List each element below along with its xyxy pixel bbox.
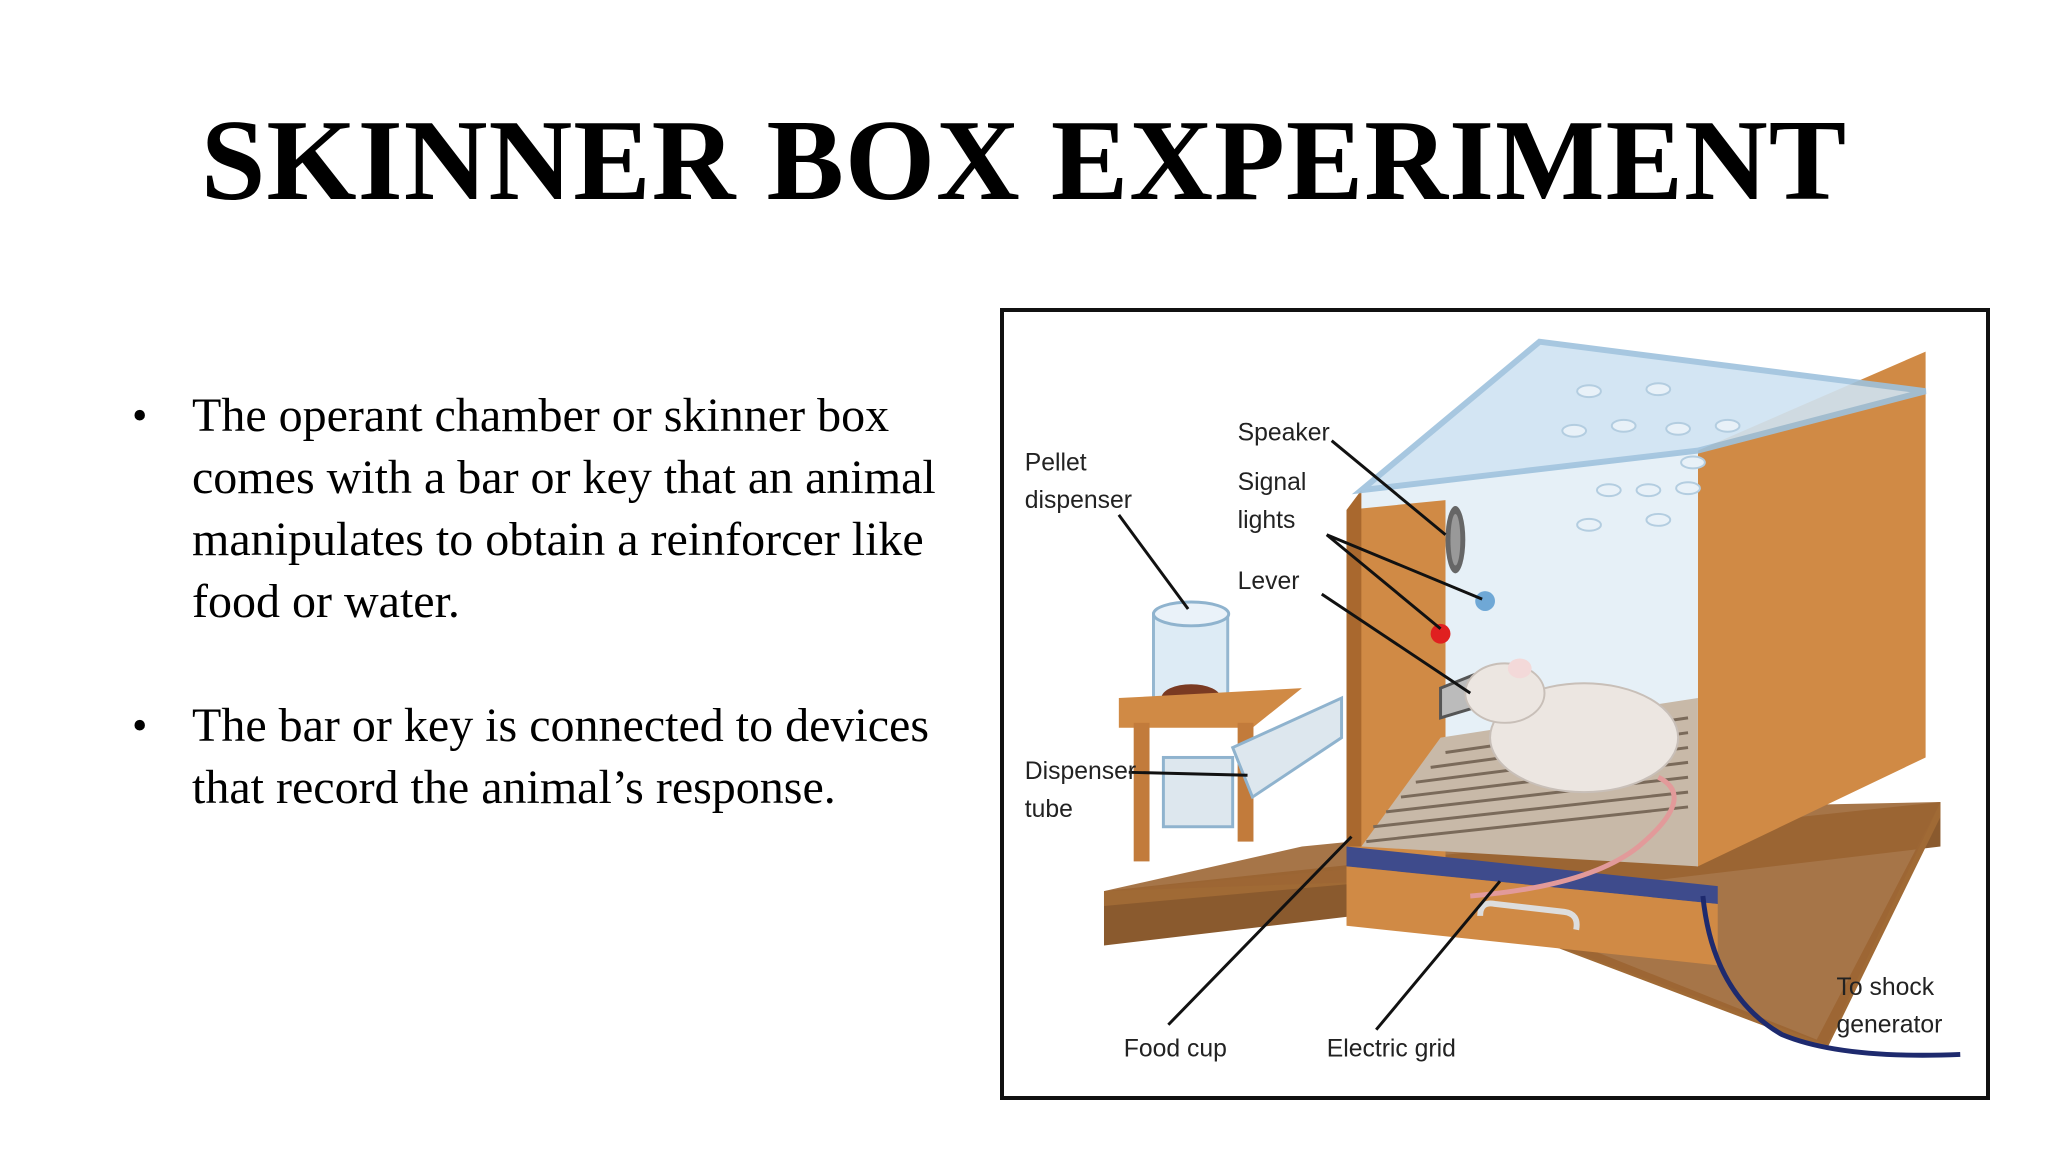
bullet-item: • The operant chamber or skinner box com… (120, 385, 940, 633)
label-speaker: Speaker (1238, 420, 1330, 447)
label-electric-grid: Electric grid (1327, 1035, 1456, 1062)
drawer (1346, 866, 1718, 966)
label-shock-1: To shock (1837, 974, 1935, 1001)
label-food-cup: Food cup (1124, 1035, 1227, 1062)
right-wall (1697, 351, 1926, 867)
bullet-text: The operant chamber or skinner box comes… (192, 389, 936, 628)
callout-lines (1117, 439, 1502, 1031)
roof-holes (1561, 382, 1741, 532)
skinner-box-drawing: Speaker Pellet dispenser Signal lights L… (1025, 338, 1961, 1062)
label-dispenser-1: Dispenser (1025, 758, 1136, 785)
bullet-dot-icon: • (132, 701, 148, 750)
label-lever: Lever (1238, 568, 1300, 595)
bullet-list: • The operant chamber or skinner box com… (120, 385, 940, 881)
label-shock-2: generator (1837, 1012, 1943, 1039)
shock-cable (1700, 895, 1961, 1058)
bullet-item: • The bar or key is connected to devices… (120, 695, 940, 819)
dispenser-chute (1230, 695, 1344, 800)
front-panel-edge (1346, 490, 1362, 847)
label-signal-2: lights (1238, 507, 1296, 534)
skinner-box-illustration: Speaker Pellet dispenser Signal lights L… (1000, 308, 1990, 1100)
pellet-dispenser-top (1152, 600, 1231, 628)
pellet-dispenser-tube (1152, 612, 1230, 700)
slide-title: SKINNER BOX EXPERIMENT (200, 97, 1848, 225)
glass-roof (1351, 338, 1927, 495)
label-pellet-1: Pellet (1025, 449, 1087, 476)
signal-light-blue (1475, 591, 1495, 611)
mouse-icon (1464, 658, 1680, 899)
dispenser-shelf (1118, 688, 1302, 728)
signal-light-red (1430, 623, 1451, 644)
drawer-handle (1477, 900, 1580, 931)
electric-grid-strip (1346, 846, 1718, 904)
label-dispenser-2: tube (1025, 796, 1073, 823)
bullet-dot-icon: • (132, 391, 148, 440)
dispenser-post (1133, 722, 1150, 862)
speaker-icon (1445, 506, 1466, 574)
bullet-text: The bar or key is connected to devices t… (192, 699, 930, 814)
label-signal-1: Signal (1238, 469, 1307, 496)
label-pellet-2: dispenser (1025, 487, 1132, 514)
dispenser-cylinder (1161, 755, 1235, 829)
